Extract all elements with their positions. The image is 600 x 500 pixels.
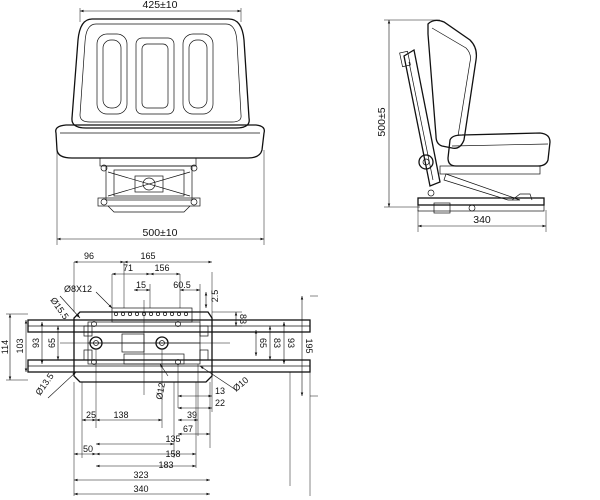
backrest-rib-left-inner [102, 39, 122, 109]
dim-138: 138 [113, 410, 128, 420]
dim-15: 15 [136, 280, 146, 290]
dim-156: 156 [154, 263, 169, 273]
dim-158: 158 [165, 449, 180, 459]
backrest-inner [79, 23, 242, 123]
dim-165: 165 [140, 251, 155, 261]
suspension-mechanism [97, 157, 201, 213]
front-width-bottom-label: 500±10 [143, 227, 178, 239]
dim-93-left: 93 [31, 338, 41, 348]
backrest-rib-right [182, 33, 214, 115]
slot-holes [114, 312, 188, 316]
backrest-frame [403, 48, 441, 187]
base-plate [73, 311, 213, 383]
dim-d13-5: Ø13.5 [33, 371, 55, 397]
slide-rail [417, 197, 545, 206]
dim-67: 67 [183, 424, 193, 434]
backrest-rib-center [135, 37, 175, 115]
slot-size: Ø8X12 [64, 284, 92, 294]
dim-135: 135 [165, 434, 180, 444]
dim-39: 39 [187, 410, 197, 420]
dim-50: 50 [83, 444, 93, 454]
dim-340: 340 [133, 484, 148, 494]
dim-103: 103 [15, 338, 25, 353]
side-height-label: 500±5 [376, 107, 388, 136]
dim-114: 114 [0, 340, 10, 354]
side-depth-label: 340 [473, 214, 491, 226]
front-view: 425±10 [55, 0, 265, 245]
dim-183: 183 [158, 460, 173, 470]
dim-195: 195 [304, 338, 314, 353]
dim-2-5: 2.5 [210, 290, 220, 303]
dim-65-right: 65 [258, 338, 268, 348]
seat-cushion [55, 124, 265, 159]
backrest-side [427, 19, 478, 149]
dim-d12: Ø12 [154, 382, 167, 400]
backrest-rib-right-inner [188, 39, 208, 109]
seat-side [447, 132, 551, 167]
dim-83-b: 83 [272, 338, 282, 348]
front-width-top-label: 425±10 [143, 0, 178, 11]
dim-60-5: 60.5 [173, 280, 191, 290]
base-plate-view: 96 165 71 156 15 60.5 2.5 Ø8X12 Ø15.5 11… [0, 251, 318, 496]
dim-25: 25 [86, 410, 96, 420]
dim-d15-5: Ø15.5 [48, 295, 70, 321]
side-view: 500±5 340 [376, 19, 551, 232]
dim-65-left: 65 [47, 338, 57, 348]
backrest-rib-center-inner [141, 43, 169, 109]
dim-323: 323 [133, 470, 148, 480]
dim-93-right: 93 [286, 338, 296, 348]
dim-96: 96 [84, 251, 94, 261]
recline-knob [418, 154, 434, 170]
dim-22: 22 [215, 398, 225, 408]
backrest-outline [71, 18, 250, 129]
dim-71: 71 [123, 263, 133, 273]
dim-d10: Ø10 [231, 375, 250, 394]
dim-13: 13 [215, 386, 225, 396]
dim-83-a: 83 [238, 314, 248, 324]
backrest-rib-left [96, 33, 128, 115]
